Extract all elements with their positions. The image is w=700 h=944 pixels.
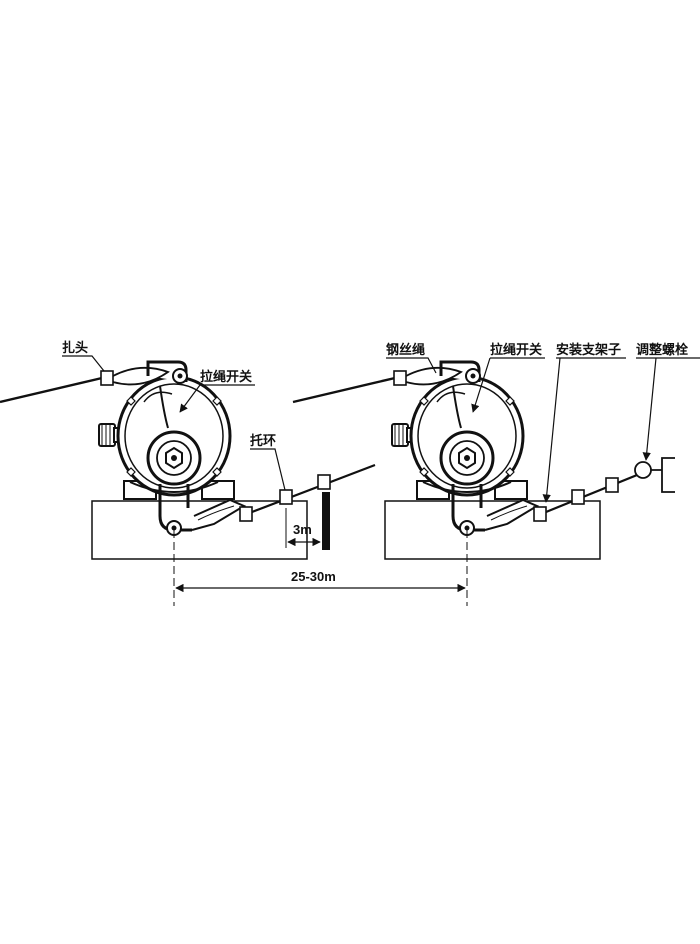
leader-tuohuan	[250, 448, 286, 491]
leader-lasheng-kaiguan-left-arrow	[179, 384, 201, 413]
label-tiaozheng-luoshuan: 调整螺栓	[636, 342, 688, 358]
right-bracket-clamp	[533, 506, 547, 522]
switch-spacing-label: 25-30m	[291, 569, 336, 584]
right-rope-loop	[405, 366, 463, 386]
left-switch-assembly: 3m 扎头 拉绳开关 托环	[0, 340, 376, 561]
label-tuohuan: 托环	[250, 433, 276, 449]
right-support-ring-1	[571, 489, 585, 505]
leader-zatou	[62, 355, 105, 372]
right-incoming-rope	[292, 376, 396, 404]
left-bracket-clamp	[239, 506, 253, 522]
switch-spacing-dimension: 25-30m	[173, 530, 468, 606]
leader-tiaozheng-luoshuan-arrow	[642, 357, 657, 461]
leader-anzhuang-zhijiazi-arrow	[542, 357, 561, 503]
left-support-ring-1	[279, 489, 293, 505]
label-zatou: 扎头	[62, 340, 88, 356]
left-rope-clamp	[100, 370, 114, 386]
right-switch-assembly: 钢丝绳 拉绳开关 安装支架子 调整螺栓	[292, 342, 700, 561]
ring-spacing-label: 3m	[293, 522, 312, 537]
right-outgoing-rope	[545, 473, 638, 514]
left-rope-loop	[112, 366, 170, 386]
left-support-ring-2	[317, 474, 331, 490]
right-support-ring-2	[605, 477, 619, 493]
left-outgoing-rope	[251, 463, 376, 514]
adjusting-bolt	[634, 461, 652, 479]
leader-gangsisheng	[386, 357, 437, 374]
label-lasheng-kaiguan-right: 拉绳开关	[490, 342, 542, 358]
support-post	[322, 492, 330, 550]
label-anzhuang-zhijiazi: 安装支架子	[556, 342, 621, 358]
leader-lasheng-kaiguan-right-arrow	[471, 357, 491, 413]
left-incoming-rope	[0, 376, 103, 404]
right-rope-clamp	[393, 370, 407, 386]
label-lasheng-kaiguan-left: 拉绳开关	[200, 369, 252, 385]
label-gangsisheng: 钢丝绳	[386, 342, 425, 358]
anchor-bracket	[651, 457, 675, 493]
